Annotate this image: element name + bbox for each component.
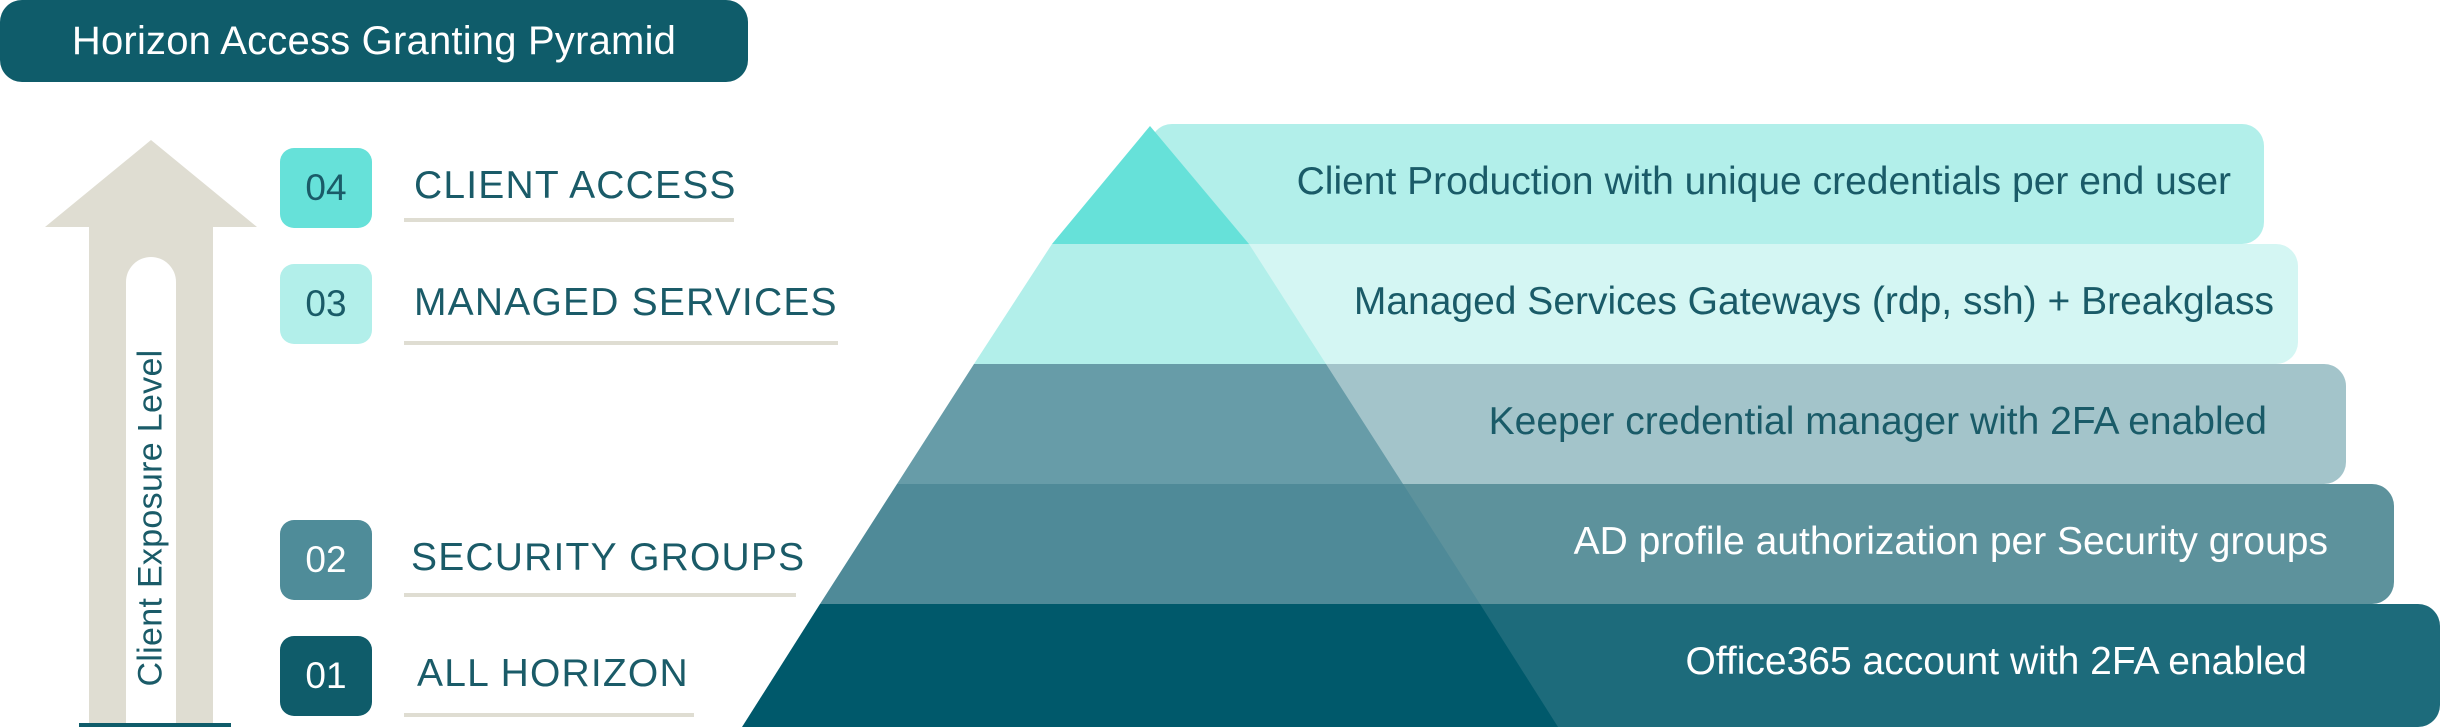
level-badge-04: 04 <box>280 148 372 228</box>
level-title-all-horizon: ALL HORIZON <box>417 652 689 695</box>
level-badge-02: 02 <box>280 520 372 600</box>
level-underline <box>404 713 694 717</box>
level-underline <box>404 341 838 345</box>
level-number: 02 <box>305 539 347 580</box>
up-arrow-icon <box>45 140 257 727</box>
page-title: Horizon Access Granting Pyramid <box>0 0 748 82</box>
layer-text-managed-services: Managed Services Gateways (rdp, ssh) + B… <box>1353 280 2274 323</box>
level-badge-03: 03 <box>280 264 372 344</box>
layer-text-office365: Office365 account with 2FA enabled <box>1685 640 2307 683</box>
layer-bar-managed-services <box>1150 244 2298 364</box>
layer-bar-client-production <box>1150 124 2264 244</box>
level-number: 04 <box>305 167 347 208</box>
pyramid-tier-client-access <box>1052 126 1249 244</box>
page-title-text: Horizon Access Granting Pyramid <box>71 18 677 63</box>
pyramid-tier-managed-services <box>974 244 1326 364</box>
pyramid-tier-keeper <box>897 364 1403 484</box>
level-underline <box>404 593 796 597</box>
layer-text-ad-profile: AD profile authorization per Security gr… <box>1573 520 2328 563</box>
level-title-managed-services: MANAGED SERVICES <box>414 281 838 324</box>
level-underline <box>404 218 734 222</box>
pyramid-tier-all-horizon <box>742 604 1558 727</box>
axis-baseline <box>79 723 231 727</box>
level-title-client-access: CLIENT ACCESS <box>414 164 737 207</box>
layer-text-keeper: Keeper credential manager with 2FA enabl… <box>1488 400 2267 443</box>
level-number: 01 <box>305 655 347 696</box>
pyramid-tier-security-groups <box>820 484 1480 604</box>
layer-text-client-production: Client Production with unique credential… <box>1296 160 2231 203</box>
level-title-security-groups: SECURITY GROUPS <box>411 536 806 579</box>
level-badge-01: 01 <box>280 636 372 716</box>
level-number: 03 <box>305 283 347 324</box>
exposure-arrow: Client Exposure Level <box>45 140 257 727</box>
